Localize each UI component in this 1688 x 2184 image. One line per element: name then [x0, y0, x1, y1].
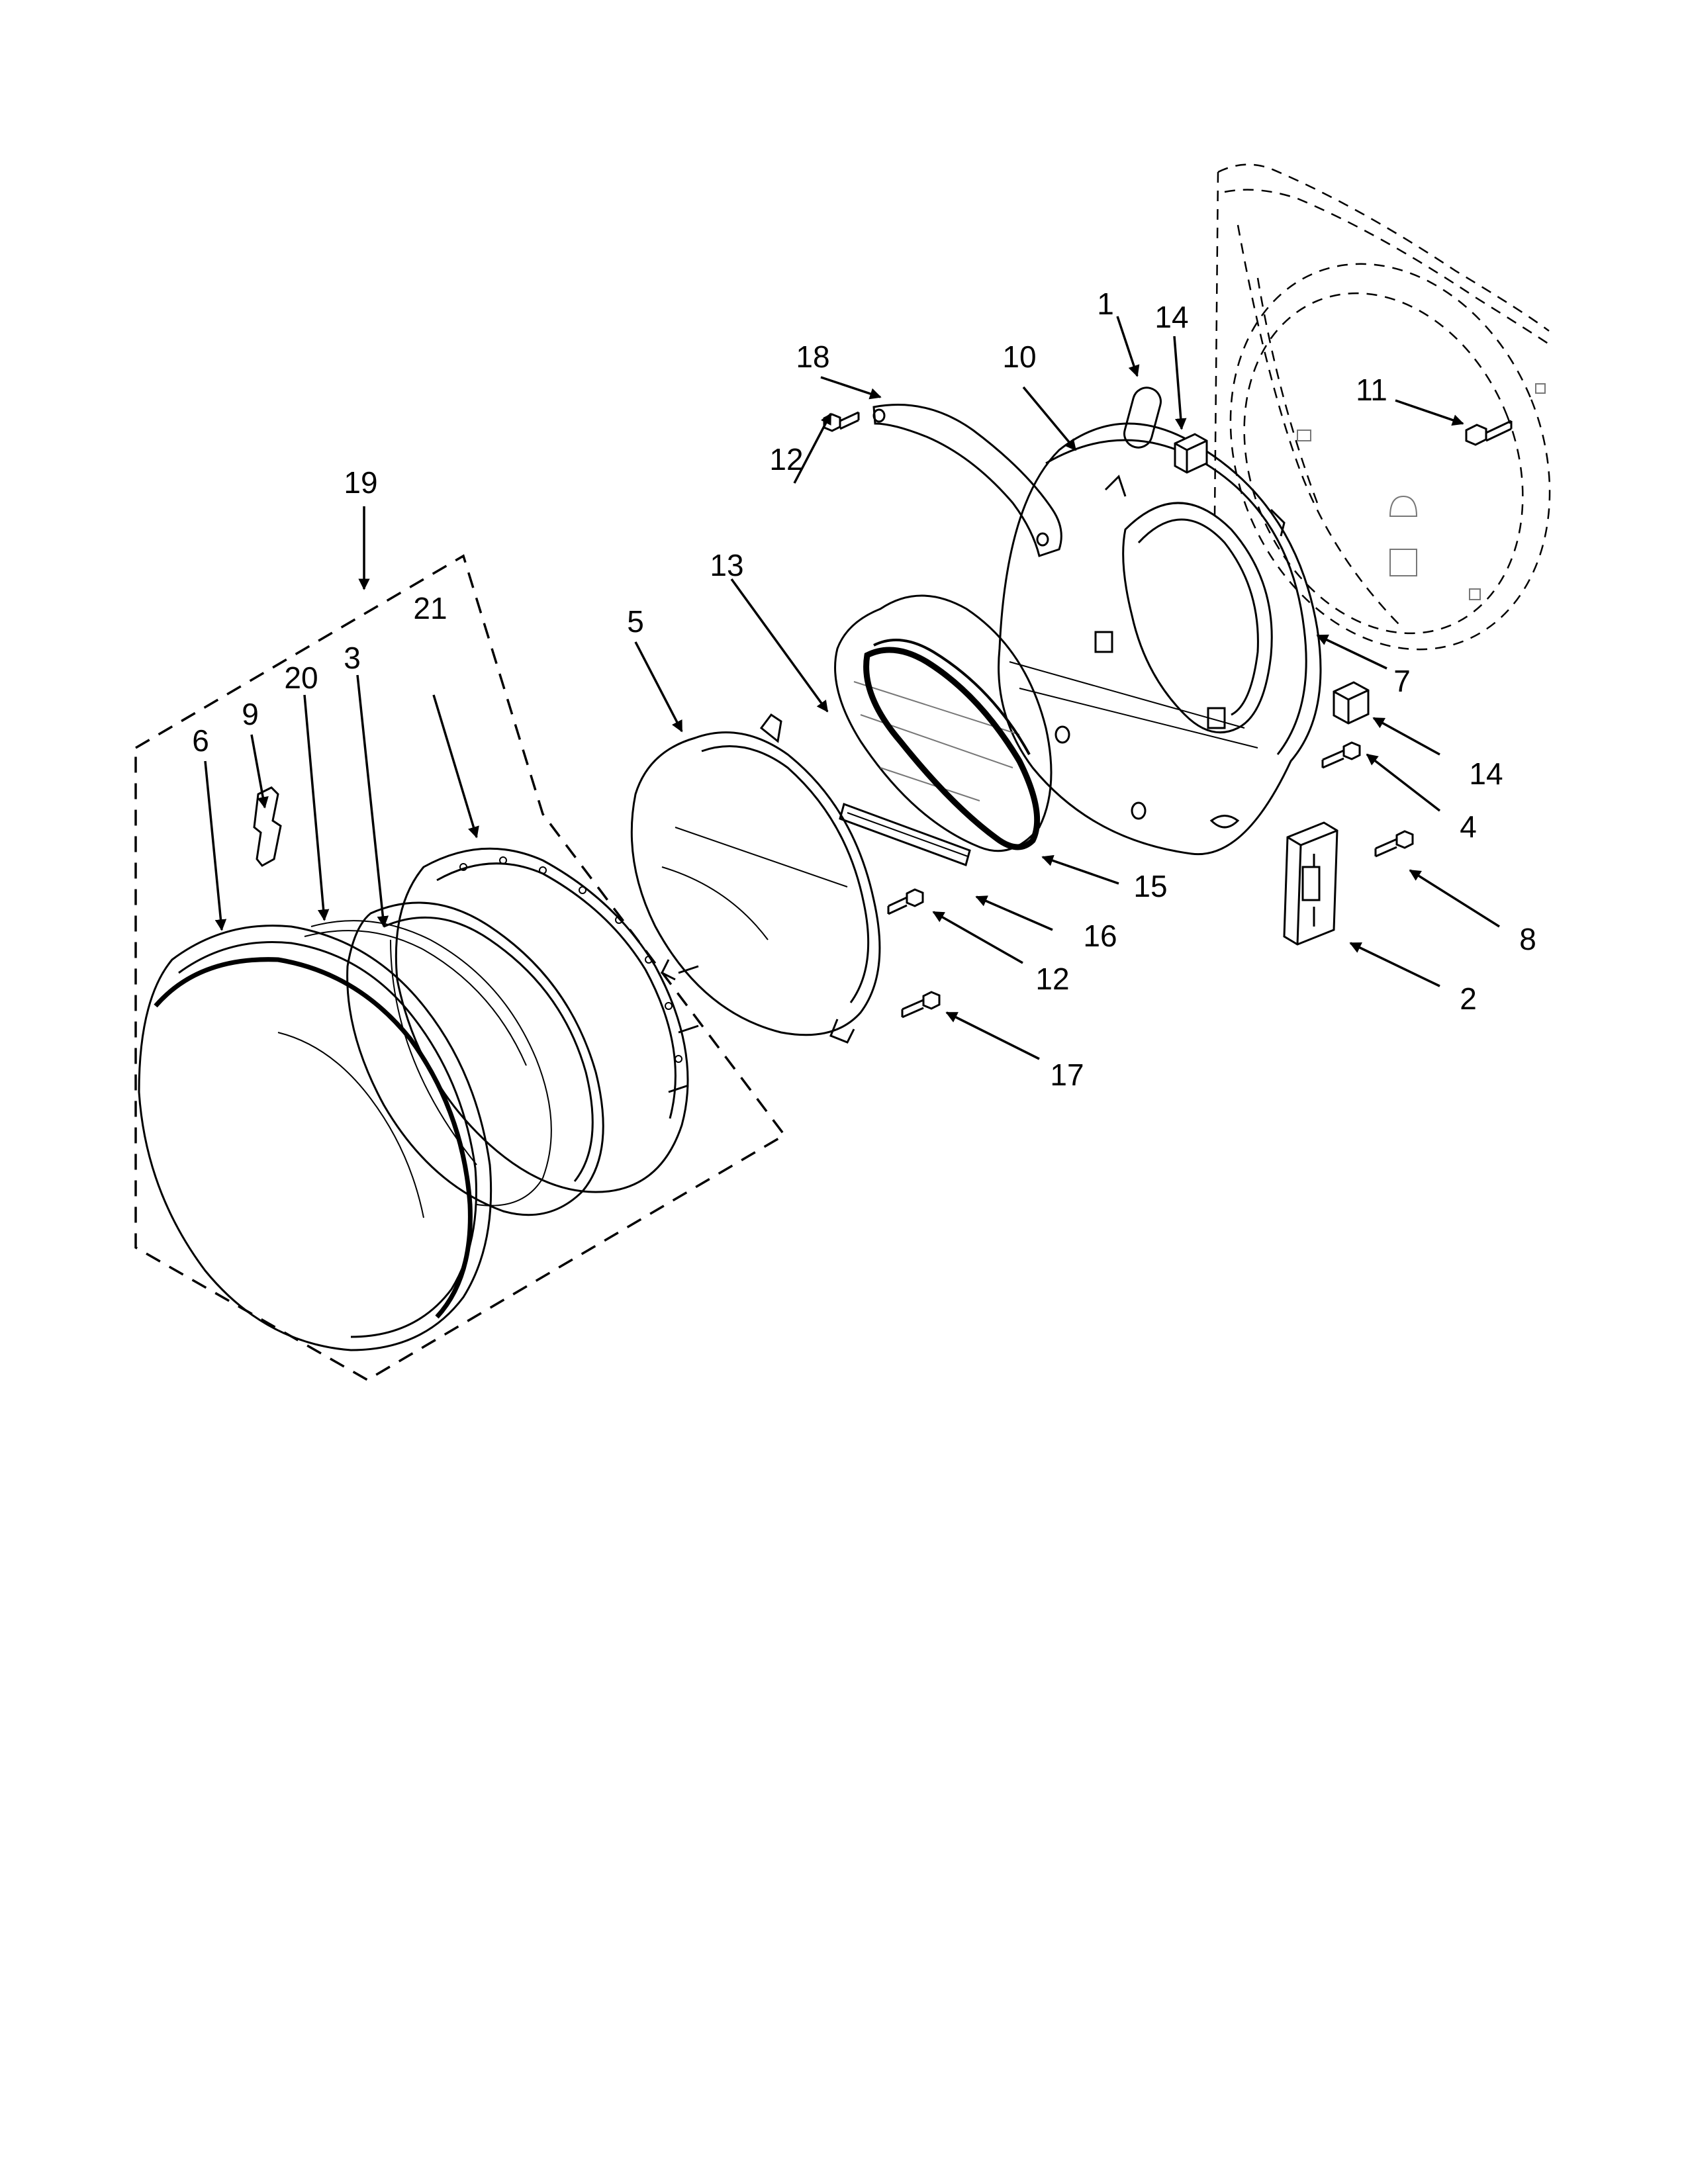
- hinge-bracket: [872, 404, 1062, 557]
- screw-icon: [1465, 420, 1513, 446]
- callout-17: 17: [1050, 1058, 1084, 1092]
- retainer-strip: [839, 803, 971, 866]
- callout-14-upper: 14: [1154, 300, 1188, 334]
- door-ring: [630, 713, 881, 1044]
- door-trim-ring: [346, 901, 604, 1216]
- callout-2: 2: [1460, 981, 1477, 1016]
- callout-labels: 1 2 3 4 5 6 7 8 9 10 11 12 12 13 14 14 1…: [192, 287, 1536, 1092]
- strike-lower: [1333, 681, 1370, 725]
- screw-icon: [1374, 830, 1414, 858]
- callout-10: 10: [1002, 340, 1036, 374]
- callout-20: 20: [284, 660, 318, 695]
- door-hinge: [1283, 821, 1338, 946]
- callout-21: 21: [413, 591, 447, 625]
- callout-16: 16: [1083, 919, 1117, 953]
- door-seal: [304, 920, 552, 1206]
- door-latch: [253, 786, 282, 867]
- callout-leaders: [204, 316, 1500, 1060]
- outer-door: [138, 925, 492, 1351]
- callout-7: 7: [1393, 664, 1411, 698]
- callout-13: 13: [710, 548, 743, 582]
- window-gasket: [863, 639, 1041, 850]
- callout-15: 15: [1133, 869, 1167, 903]
- callout-3: 3: [344, 641, 361, 675]
- callout-19: 19: [344, 465, 377, 500]
- callout-6: 6: [192, 723, 209, 758]
- callout-5: 5: [627, 604, 644, 639]
- strike-upper: [1174, 433, 1208, 474]
- door-assembly-outline: [134, 554, 786, 1382]
- callout-18: 18: [796, 340, 829, 374]
- callout-8: 8: [1519, 922, 1536, 956]
- callout-11: 11: [1356, 373, 1387, 407]
- callout-14-lower: 14: [1469, 756, 1503, 791]
- inner-door-panel: [395, 847, 699, 1193]
- cabinet-front-outline: [1213, 163, 1551, 651]
- callout-12-upper: 12: [769, 442, 803, 477]
- callout-12-lower: 12: [1035, 962, 1069, 996]
- slot-cover: [1123, 387, 1162, 449]
- callout-1: 1: [1097, 287, 1114, 321]
- callout-9: 9: [242, 697, 259, 731]
- screw-icon: [901, 991, 941, 1019]
- inner-door-frame: [998, 422, 1322, 856]
- screw-icon: [887, 888, 924, 915]
- callout-4: 4: [1460, 809, 1477, 844]
- screw-icon: [1321, 741, 1361, 769]
